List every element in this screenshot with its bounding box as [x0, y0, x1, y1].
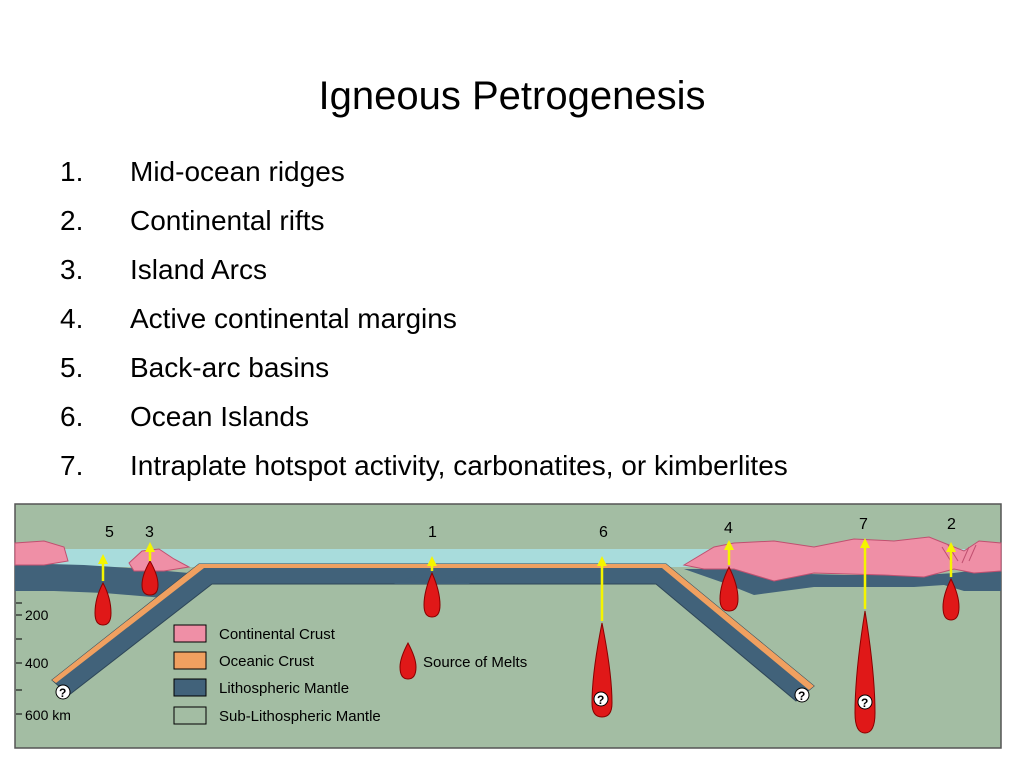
- site-label-6: 6: [599, 524, 608, 541]
- site-label-7: 7: [859, 516, 868, 533]
- melt-3: [141, 559, 159, 596]
- question-marks: ? ? ? ?: [55, 684, 873, 710]
- list-label: Island Arcs: [130, 254, 267, 285]
- site-label-4: 4: [724, 520, 733, 537]
- depth-axis: [16, 602, 22, 715]
- question-mark-left-slab: ?: [59, 686, 66, 700]
- list-label: Mid-ocean ridges: [130, 156, 345, 187]
- melt-legend-label: Source of Melts: [423, 654, 527, 671]
- depth-label-600: 600 km: [25, 707, 71, 723]
- list-label: Ocean Islands: [130, 401, 309, 432]
- depth-label-200: 200: [25, 607, 49, 623]
- list-number: 4.: [60, 303, 84, 334]
- list-label: Active continental margins: [130, 303, 457, 334]
- melt-2: [942, 577, 960, 621]
- arc-crust: [128, 548, 191, 572]
- site-label-3: 3: [145, 524, 154, 541]
- legend-swatch-sub-lithospheric-mantle: [173, 706, 207, 725]
- legend-swatch-lithospheric-mantle: [173, 678, 207, 697]
- list-number: 1.: [60, 156, 84, 187]
- list-label: Continental rifts: [130, 205, 325, 236]
- slide-title: Igneous Petrogenesis: [318, 74, 706, 118]
- list-number: 5.: [60, 352, 84, 383]
- list-number: 3.: [60, 254, 84, 285]
- legend: Continental Crust Oceanic Crust Lithosph…: [173, 624, 527, 725]
- list-number: 7.: [60, 450, 84, 481]
- legend-label: Sub-Lithospheric Mantle: [219, 708, 381, 725]
- melt-sources: [94, 559, 960, 734]
- melt-1: [423, 571, 441, 618]
- legend-label: Continental Crust: [219, 626, 336, 643]
- left-continental-crust: [14, 540, 69, 566]
- legend-swatch-oceanic-crust: [173, 651, 207, 670]
- site-label-2: 2: [947, 516, 956, 533]
- question-mark-7: ?: [861, 696, 868, 710]
- melt-legend-icon: [399, 641, 417, 680]
- legend-swatch-continental-crust: [173, 624, 207, 643]
- melt-5: [94, 581, 112, 626]
- list-label: Intraplate hotspot activity, carbonatite…: [130, 450, 788, 481]
- site-label-5: 5: [105, 524, 114, 541]
- legend-label: Lithospheric Mantle: [219, 680, 349, 697]
- question-mark-right-slab: ?: [798, 689, 805, 703]
- list-number: 6.: [60, 401, 84, 432]
- melt-arrows: [98, 538, 956, 621]
- site-label-1: 1: [428, 524, 437, 541]
- melt-4: [719, 565, 739, 612]
- depth-label-400: 400: [25, 655, 49, 671]
- tectonic-cross-section: 200 400 600 km 5 3 1 6 4 7 2 ? ? ? ?: [14, 503, 1002, 749]
- legend-label: Oceanic Crust: [219, 653, 315, 670]
- question-mark-6: ?: [597, 693, 604, 707]
- right-continental-crust: [682, 536, 1002, 582]
- list-number: 2.: [60, 205, 84, 236]
- list-label: Back-arc basins: [130, 352, 330, 383]
